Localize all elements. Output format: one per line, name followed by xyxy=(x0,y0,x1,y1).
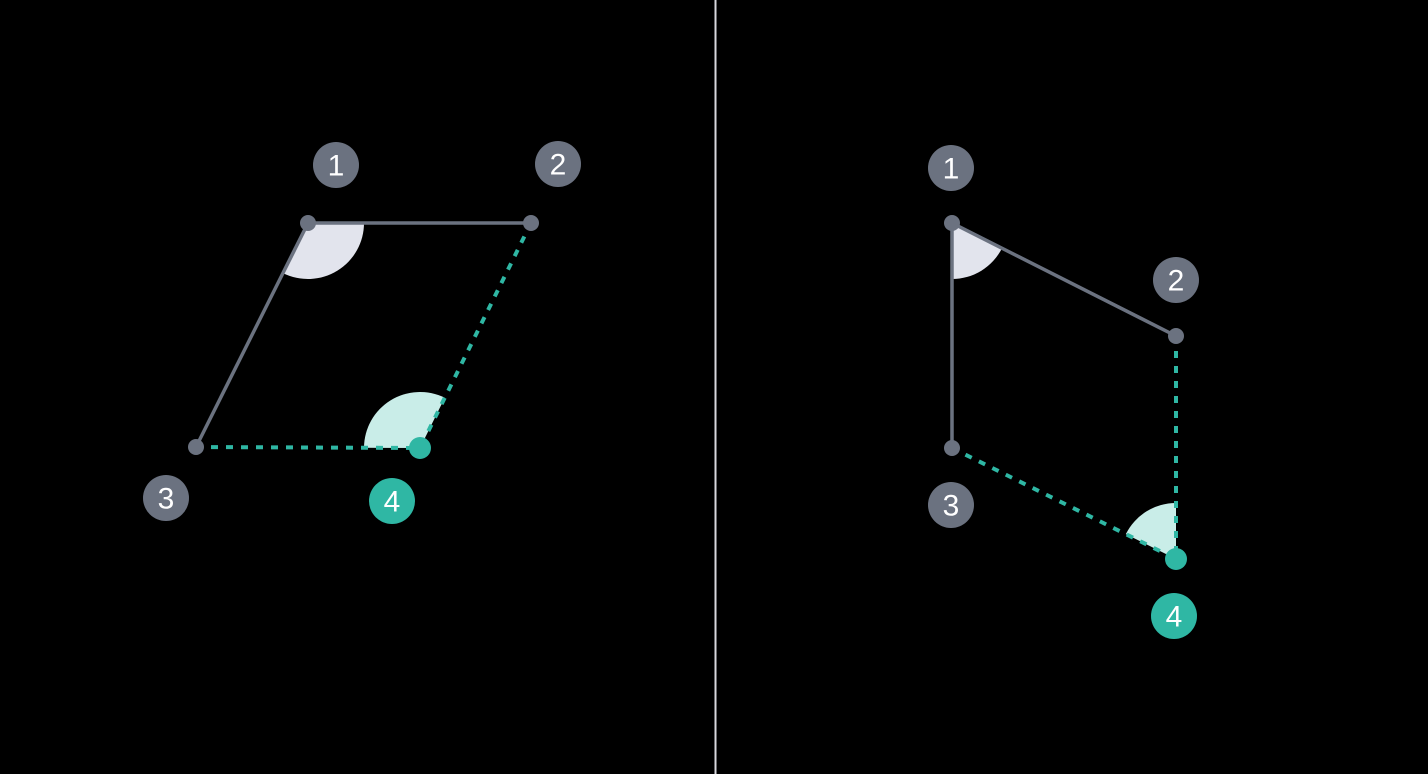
point-label-2[interactable]: 2 xyxy=(535,141,581,187)
vertex-dot-4 xyxy=(1165,548,1187,570)
vertex-dot-1 xyxy=(944,215,960,231)
point-label-4[interactable]: 4 xyxy=(1151,593,1197,639)
point-label-3[interactable]: 3 xyxy=(928,482,974,528)
point-label-circle[interactable] xyxy=(535,141,581,187)
vertex-dot-2 xyxy=(523,215,539,231)
point-label-4[interactable]: 4 xyxy=(369,478,415,524)
vertex-dot-4 xyxy=(409,437,431,459)
point-label-circle[interactable] xyxy=(928,482,974,528)
angle-arc-vertex-1 xyxy=(282,223,364,280)
edge-2-4 xyxy=(418,222,533,449)
point-label-1[interactable]: 1 xyxy=(928,145,974,191)
edge-3-4 xyxy=(195,445,421,450)
vertex-dot-3 xyxy=(188,439,204,455)
point-label-3[interactable]: 3 xyxy=(143,475,189,521)
point-label-text: 1 xyxy=(328,150,345,183)
point-label-text: 4 xyxy=(1166,601,1183,634)
point-label-1[interactable]: 1 xyxy=(313,142,359,188)
edge-1-2 xyxy=(951,221,1177,338)
point-label-text: 3 xyxy=(943,490,960,523)
vertex-dot-1 xyxy=(300,215,316,231)
edge-3-4 xyxy=(951,446,1177,561)
point-label-text: 1 xyxy=(943,153,960,186)
point-label-circle[interactable] xyxy=(143,475,189,521)
point-label-text: 3 xyxy=(158,483,175,516)
panel-left: 1 2 3 4 xyxy=(143,141,581,524)
panel-right: 1 2 3 4 xyxy=(928,145,1199,639)
point-label-text: 2 xyxy=(1168,265,1185,298)
angle-arc-vertex-4 xyxy=(364,391,445,448)
vertex-dot-2 xyxy=(1168,328,1184,344)
point-label-circle[interactable] xyxy=(1151,593,1197,639)
point-label-text: 4 xyxy=(384,486,401,519)
edge-1-3 xyxy=(194,222,310,448)
angle-arc-vertex-4 xyxy=(1125,503,1176,559)
point-label-circle[interactable] xyxy=(928,145,974,191)
point-label-2[interactable]: 2 xyxy=(1153,257,1199,303)
point-label-circle[interactable] xyxy=(313,142,359,188)
point-label-circle[interactable] xyxy=(369,478,415,524)
angle-arc-vertex-1 xyxy=(952,223,1002,279)
vertex-dot-3 xyxy=(944,440,960,456)
point-label-circle[interactable] xyxy=(1153,257,1199,303)
point-label-text: 2 xyxy=(550,149,567,182)
